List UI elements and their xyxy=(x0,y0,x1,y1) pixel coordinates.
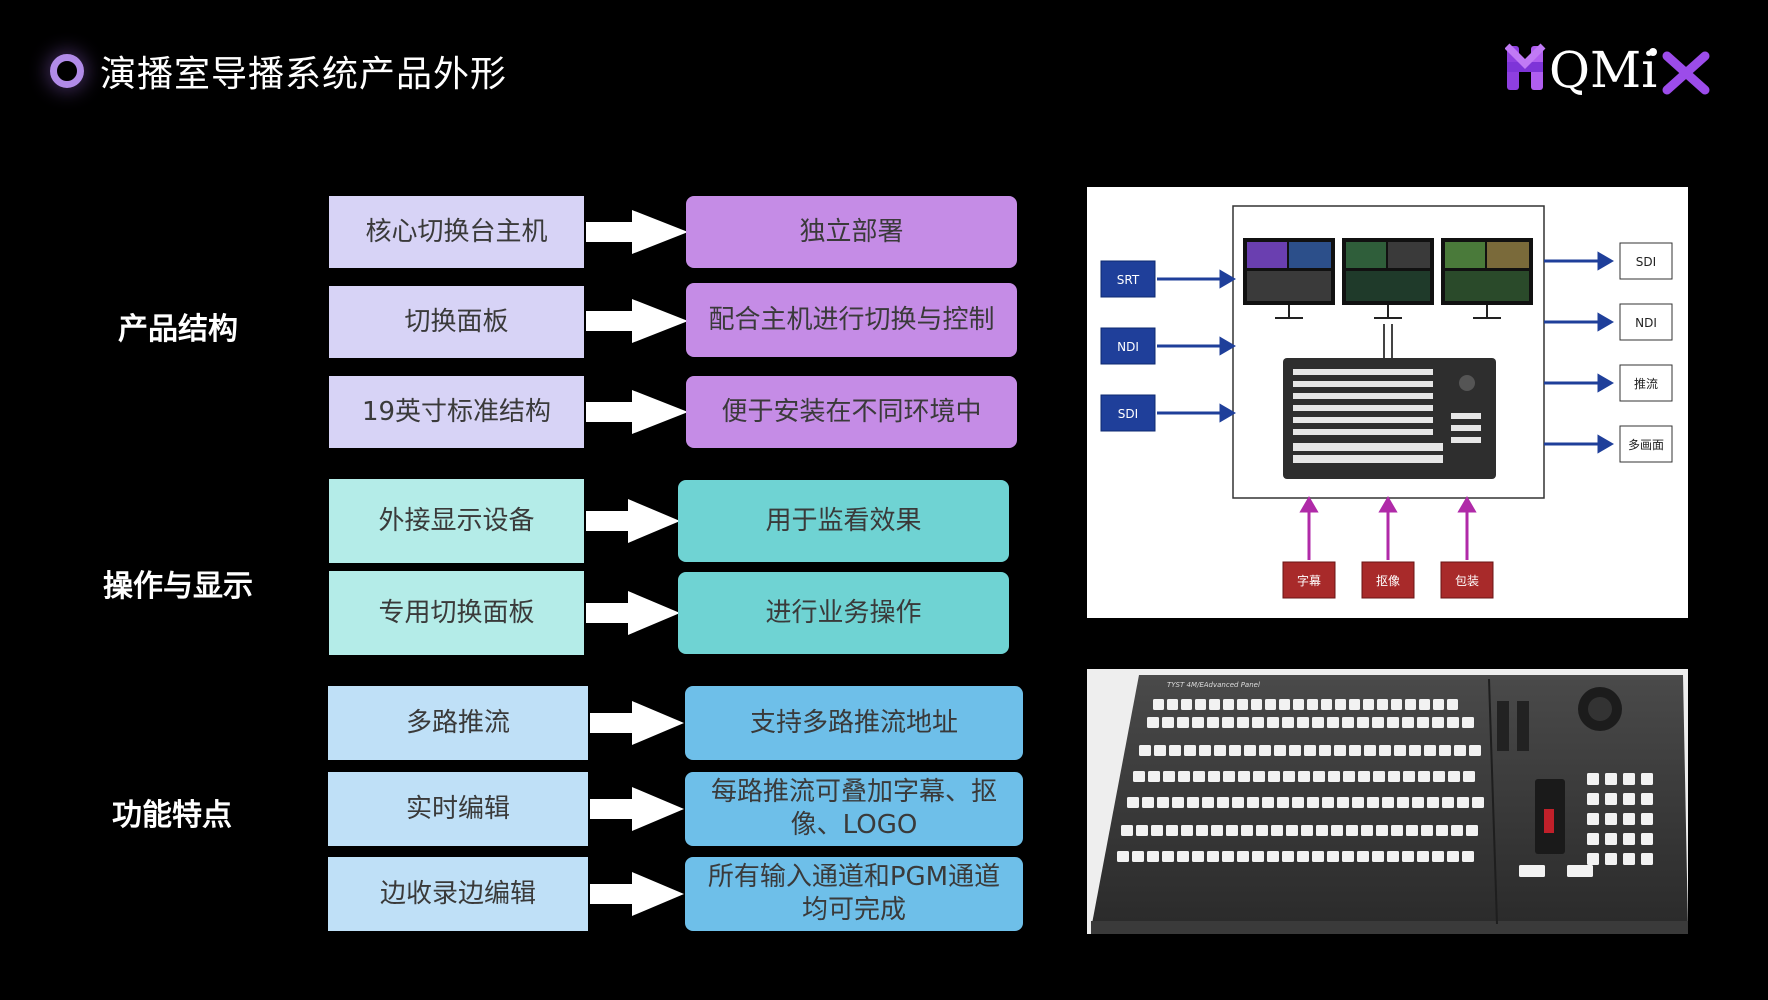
right-box-independent: 独立部署 xyxy=(686,196,1017,268)
right-box-monitor: 用于监看效果 xyxy=(678,480,1009,562)
right-box-all-channels: 所有输入通道和PGM通道均可完成 xyxy=(685,857,1023,931)
group-label-structure: 产品结构 xyxy=(118,312,238,347)
arrow-right-icon xyxy=(590,701,684,745)
left-box-host: 核心切换台主机 xyxy=(329,196,584,268)
output-label: NDI xyxy=(1635,316,1657,330)
right-box-install: 便于安装在不同环境中 xyxy=(686,376,1017,448)
input-label: NDI xyxy=(1117,340,1139,354)
arrow-right-icon xyxy=(586,299,688,343)
switch-panel-graphic: TYST 4M/EAdvanced Panel xyxy=(1087,669,1688,934)
left-box-switch-panel: 切换面板 xyxy=(329,286,584,358)
right-box-control: 配合主机进行切换与控制 xyxy=(686,283,1017,357)
arrow-right-icon xyxy=(586,210,688,254)
system-diagram-graphic: SRT NDI SDI SDI NDI 推流 多画面 xyxy=(1100,205,1673,599)
left-box-dedicated-panel: 专用切换面板 xyxy=(329,571,584,655)
right-box-overlay: 每路推流可叠加字幕、抠像、LOGO xyxy=(685,772,1023,846)
output-label: SDI xyxy=(1636,255,1656,269)
right-box-operation: 进行业务操作 xyxy=(678,572,1009,654)
arrow-right-icon xyxy=(586,499,680,543)
left-box-display: 外接显示设备 xyxy=(329,479,584,563)
left-box-multistream: 多路推流 xyxy=(328,686,588,760)
output-label: 推流 xyxy=(1634,377,1658,391)
arrow-right-icon xyxy=(586,591,680,635)
input-label: SDI xyxy=(1118,407,1138,421)
bullet-ring-icon xyxy=(50,54,84,88)
output-label: 多画面 xyxy=(1628,438,1664,452)
arrow-right-icon xyxy=(590,872,684,916)
arrow-right-icon xyxy=(590,787,684,831)
source-label: 字幕 xyxy=(1297,573,1321,588)
left-box-19inch: 19英寸标准结构 xyxy=(329,376,584,448)
input-label: SRT xyxy=(1117,273,1140,287)
left-box-live-edit: 实时编辑 xyxy=(328,772,588,846)
page-header: 演播室导播系统产品外形 xyxy=(50,48,508,95)
logo-text: QMi xyxy=(1549,41,1657,98)
group-label-features: 功能特点 xyxy=(112,798,232,833)
left-box-record-edit: 边收录边编辑 xyxy=(328,857,588,931)
group-label-operation: 操作与显示 xyxy=(103,569,253,604)
right-box-stream-address: 支持多路推流地址 xyxy=(685,686,1023,760)
source-label: 抠像 xyxy=(1376,574,1400,588)
qmix-logo: QMi xyxy=(1505,41,1710,98)
switch-panel-photo: TYST 4M/EAdvanced Panel xyxy=(1087,669,1688,934)
monitor-icon xyxy=(1342,238,1434,319)
monitor-icon xyxy=(1243,238,1335,319)
system-diagram: SRT NDI SDI SDI NDI 推流 多画面 xyxy=(1087,187,1688,618)
arrow-right-icon xyxy=(586,390,688,434)
source-label: 包装 xyxy=(1455,574,1479,588)
monitor-icon xyxy=(1441,238,1533,319)
page-title: 演播室导播系统产品外形 xyxy=(100,54,508,95)
control-panel-icon xyxy=(1283,358,1496,479)
panel-caption: TYST 4M/EAdvanced Panel xyxy=(1167,681,1260,689)
